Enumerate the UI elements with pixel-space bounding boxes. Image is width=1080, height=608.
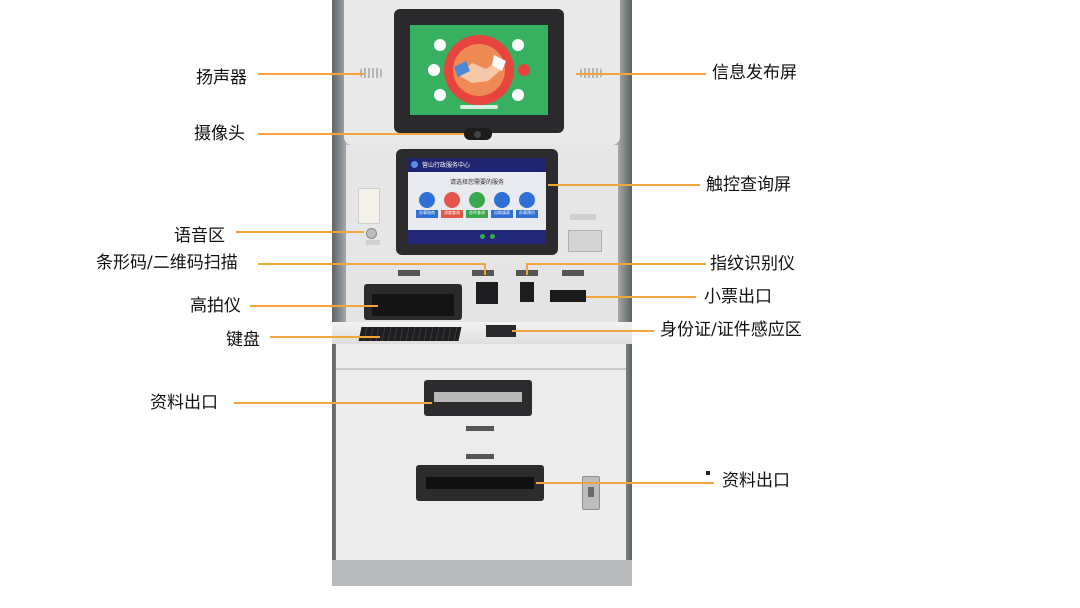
- document-camera-opening: [372, 294, 454, 316]
- label-keyboard: 键盘: [226, 330, 260, 350]
- fingerprint-reader[interactable]: [520, 282, 534, 302]
- keyboard[interactable]: [358, 327, 462, 341]
- camera-lens: [474, 131, 481, 138]
- label-id-card-area: 身份证/证件感应区: [660, 320, 802, 340]
- card-reader-slot: [568, 230, 602, 252]
- receipt-plate: [570, 214, 596, 220]
- label-fingerprint: 指纹识别仪: [710, 254, 795, 274]
- label-voice-area: 语音区: [174, 226, 225, 246]
- service-button-case[interactable]: 办件查询: [466, 192, 488, 224]
- service-buttons: 办事指南 进度查询 办件查询 自助填表: [416, 192, 538, 224]
- leader-line-scanner-drop: [484, 263, 486, 275]
- document-camera: [364, 284, 462, 320]
- receipt-slot: [550, 290, 586, 302]
- voice-label-plate: [366, 240, 380, 245]
- service-button-label: 自助填表: [491, 210, 513, 218]
- device-label-plate: [466, 426, 494, 431]
- label-info-screen: 信息发布屏: [712, 63, 797, 83]
- service-button-label: 办事预约: [516, 210, 538, 218]
- leader-line-touch-screen: [548, 184, 700, 186]
- leader-line-keyboard: [270, 336, 380, 338]
- marker-dot: [706, 471, 710, 475]
- leader-line-scanner: [258, 263, 486, 265]
- progress-icon: [444, 192, 460, 208]
- leader-line-voice: [236, 231, 364, 233]
- touch-screen-bezel: 营山行政服务中心 请选择您需要的服务 办事指南 进度查询 办件查询: [396, 149, 558, 255]
- label-camera: 摄像头: [194, 124, 245, 144]
- label-speaker: 扬声器: [196, 68, 247, 88]
- service-button-booking[interactable]: 办事预约: [516, 192, 538, 224]
- leader-line-id-card: [512, 330, 654, 332]
- info-screen-bezel: [394, 9, 564, 133]
- info-screen: [410, 25, 548, 115]
- leader-line-document-output-lower: [536, 482, 714, 484]
- leader-line-receipt: [586, 296, 696, 298]
- keyhole-icon: [588, 487, 594, 497]
- cabinet-lock[interactable]: [582, 476, 600, 510]
- form-icon: [494, 192, 510, 208]
- service-button-progress[interactable]: 进度查询: [441, 192, 463, 224]
- leader-line-document-camera: [250, 305, 378, 307]
- label-scanner: 条形码/二维码扫描: [96, 253, 238, 273]
- service-button-label: 进度查询: [441, 210, 463, 218]
- document-output-lower-slot: [426, 477, 534, 489]
- cabinet-seam: [336, 368, 626, 370]
- booking-icon: [519, 192, 535, 208]
- device-label-plate: [398, 270, 420, 276]
- label-receipt-outlet: 小票出口: [704, 287, 772, 307]
- document-output-upper: [424, 380, 532, 416]
- status-dot-icon: [490, 234, 495, 239]
- status-dot-icon: [480, 234, 485, 239]
- touch-screen-prompt: 请选择您需要的服务: [449, 179, 504, 186]
- label-touch-screen: 触控查询屏: [706, 175, 791, 195]
- touch-screen-content: 请选择您需要的服务 办事指南 进度查询 办件查询: [408, 172, 546, 230]
- leader-line-info-screen: [576, 73, 706, 75]
- label-document-camera: 高拍仪: [190, 296, 241, 316]
- service-button-form[interactable]: 自助填表: [491, 192, 513, 224]
- service-button-label: 办件查询: [466, 210, 488, 218]
- logo-icon: [411, 161, 418, 168]
- service-button-guide[interactable]: 办事指南: [416, 192, 438, 224]
- case-icon: [469, 192, 485, 208]
- label-document-output-upper: 资料出口: [150, 393, 218, 413]
- id-card-reader[interactable]: [486, 325, 516, 337]
- label-document-output-lower: 资料出口: [722, 471, 790, 491]
- leader-line-document-output-upper: [234, 402, 432, 404]
- speaker-grille-left: [360, 68, 382, 78]
- guide-icon: [419, 192, 435, 208]
- touch-screen-footer: [408, 230, 546, 244]
- leader-line-speaker: [258, 73, 364, 75]
- handshake-graphic: [428, 35, 530, 109]
- touch-screen[interactable]: 营山行政服务中心 请选择您需要的服务 办事指南 进度查询 办件查询: [408, 158, 546, 244]
- barcode-scanner[interactable]: [476, 282, 498, 304]
- leader-line-camera: [258, 133, 464, 135]
- device-label-plate: [562, 270, 584, 276]
- leader-line-fingerprint: [526, 263, 706, 265]
- touch-screen-header-title: 营山行政服务中心: [422, 162, 471, 169]
- touch-screen-header: 营山行政服务中心: [408, 158, 546, 172]
- leader-line-fingerprint-drop: [526, 263, 528, 275]
- floor: [332, 560, 632, 586]
- info-sticker: [358, 188, 380, 224]
- device-label-plate: [472, 270, 494, 276]
- camera: [464, 128, 492, 140]
- device-label-plate: [466, 454, 494, 459]
- service-button-label: 办事指南: [416, 210, 438, 218]
- document-output-upper-slot: [434, 392, 522, 402]
- kiosk-photo: 营山行政服务中心 请选择您需要的服务 办事指南 进度查询 办件查询: [332, 0, 632, 586]
- voice-microphone: [366, 228, 377, 239]
- document-output-lower: [416, 465, 544, 501]
